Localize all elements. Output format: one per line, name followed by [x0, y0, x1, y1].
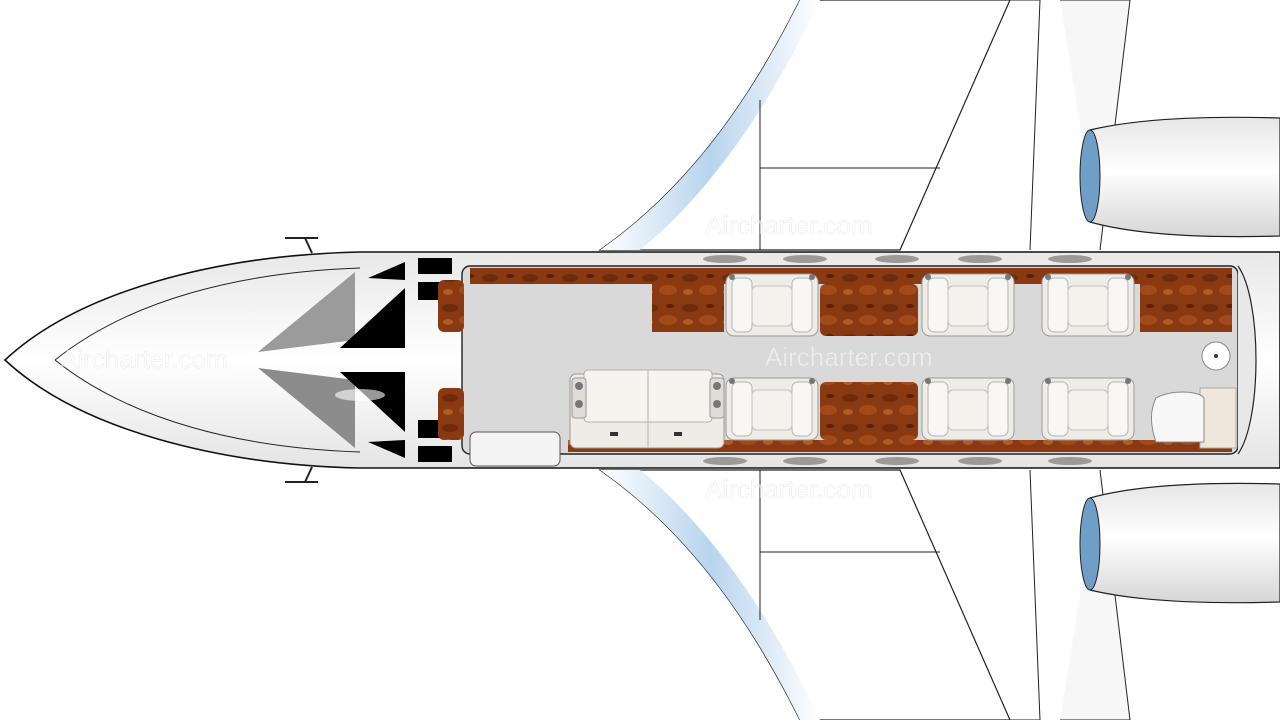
entry-door: [469, 431, 561, 467]
upper-engine-nacelle: [1079, 116, 1280, 238]
lower-wing: [598, 469, 1041, 720]
watermark-text: Aircharter.com: [705, 474, 873, 504]
lavatory: [1151, 341, 1237, 449]
seat-club-4: [725, 377, 819, 441]
divan-sofa: [569, 369, 725, 449]
watermark-text: Aircharter.com: [60, 344, 228, 374]
watermark-text: Aircharter.com: [705, 210, 873, 240]
upper-wing: [598, 0, 1041, 251]
seat-club-1: [725, 273, 819, 337]
cabin-windows: [703, 255, 1092, 465]
seat-club-5: [921, 377, 1015, 441]
seat-club-3: [1041, 273, 1135, 337]
cockpit-windshield: [258, 258, 452, 462]
wood-cabinetry: [438, 268, 1232, 452]
watermark-text: Aircharter.com: [765, 342, 933, 372]
watermarks: Aircharter.com Aircharter.com Aircharter…: [60, 210, 933, 505]
seat-club-6: [1041, 377, 1135, 441]
lower-engine-nacelle: [1079, 482, 1280, 604]
seat-club-2: [921, 273, 1015, 337]
